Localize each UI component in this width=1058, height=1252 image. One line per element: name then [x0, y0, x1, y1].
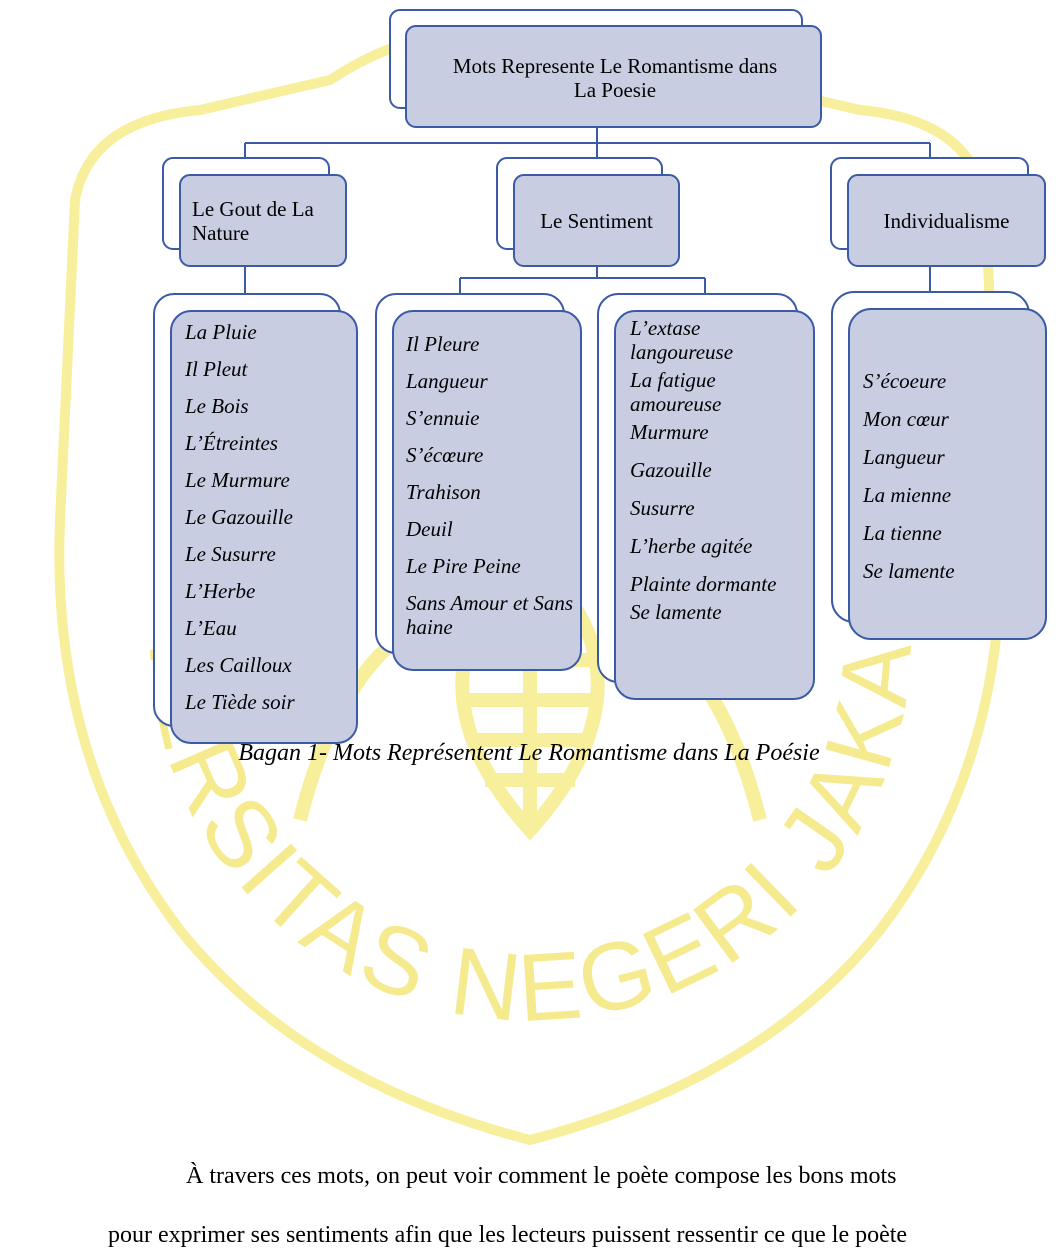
branch-label-individualisme: Individualisme — [883, 209, 1010, 233]
list-item: L’extase langoureuse — [630, 316, 734, 364]
list-item: S’écœure — [406, 443, 484, 467]
list-item: L’Étreintes — [185, 431, 278, 455]
list-node-sentiment-2 — [597, 293, 815, 700]
list-item: La Pluie — [185, 320, 257, 344]
list-item: Le Gazouille — [185, 505, 293, 529]
list-item: Murmure — [630, 420, 709, 444]
list-item: Il Pleut — [185, 357, 248, 381]
list-item: Langueur — [406, 369, 488, 393]
list-item: L’Herbe — [185, 579, 256, 603]
list-node-sentiment-1 — [375, 293, 582, 671]
list-item: L’herbe agitée — [630, 534, 753, 558]
list-item: Le Tiède soir — [185, 690, 295, 714]
list-item: Le Bois — [185, 394, 249, 418]
paragraph-line-2: pour exprimer ses sentiments afin que le… — [108, 1222, 908, 1248]
list-item: Le Murmure — [185, 468, 290, 492]
connector-sentiment-lists — [459, 266, 706, 310]
list-item: Il Pleure — [406, 332, 480, 356]
list-item: Le Pire Peine — [406, 554, 521, 578]
branch-node-sentiment — [496, 157, 680, 267]
list-item: Mon cœur — [863, 407, 949, 431]
branch-node-nature — [162, 157, 347, 267]
list-item: Sans Amour et Sans haine — [406, 591, 574, 639]
list-item: La tienne — [863, 521, 942, 545]
figure-caption: Bagan 1- Mots Représentent Le Romantisme… — [238, 740, 820, 766]
list-item: L’Eau — [185, 616, 237, 640]
list-item: Les Cailloux — [185, 653, 292, 677]
list-item: S’écoeure — [863, 369, 947, 393]
list-item: Susurre — [630, 496, 695, 520]
root-node — [389, 9, 822, 128]
list-item: Trahison — [406, 480, 481, 504]
list-item: Plainte dormante — [630, 572, 777, 596]
list-item: Langueur — [863, 445, 945, 469]
list-item: Deuil — [406, 517, 453, 541]
branch-node-individualisme — [830, 157, 1046, 267]
branch-label-sentiment: Le Sentiment — [540, 209, 653, 233]
list-item: S’ennuie — [406, 406, 480, 430]
paragraph-line-1: À travers ces mots, on peut voir comment… — [186, 1163, 897, 1189]
list-item: La fatigue amoureuse — [630, 368, 722, 416]
list-item: La mienne — [863, 483, 952, 507]
list-item: Se lamente — [630, 600, 722, 624]
branch-label-nature: Le Gout de La Nature — [192, 197, 314, 245]
list-item: Gazouille — [630, 458, 712, 482]
list-node-individualisme — [831, 291, 1047, 640]
list-item: Le Susurre — [185, 542, 276, 566]
list-node-nature — [153, 293, 358, 744]
root-node-label: Mots Represente Le Romantisme dans La Po… — [452, 53, 778, 102]
list-item: Se lamente — [863, 559, 955, 583]
